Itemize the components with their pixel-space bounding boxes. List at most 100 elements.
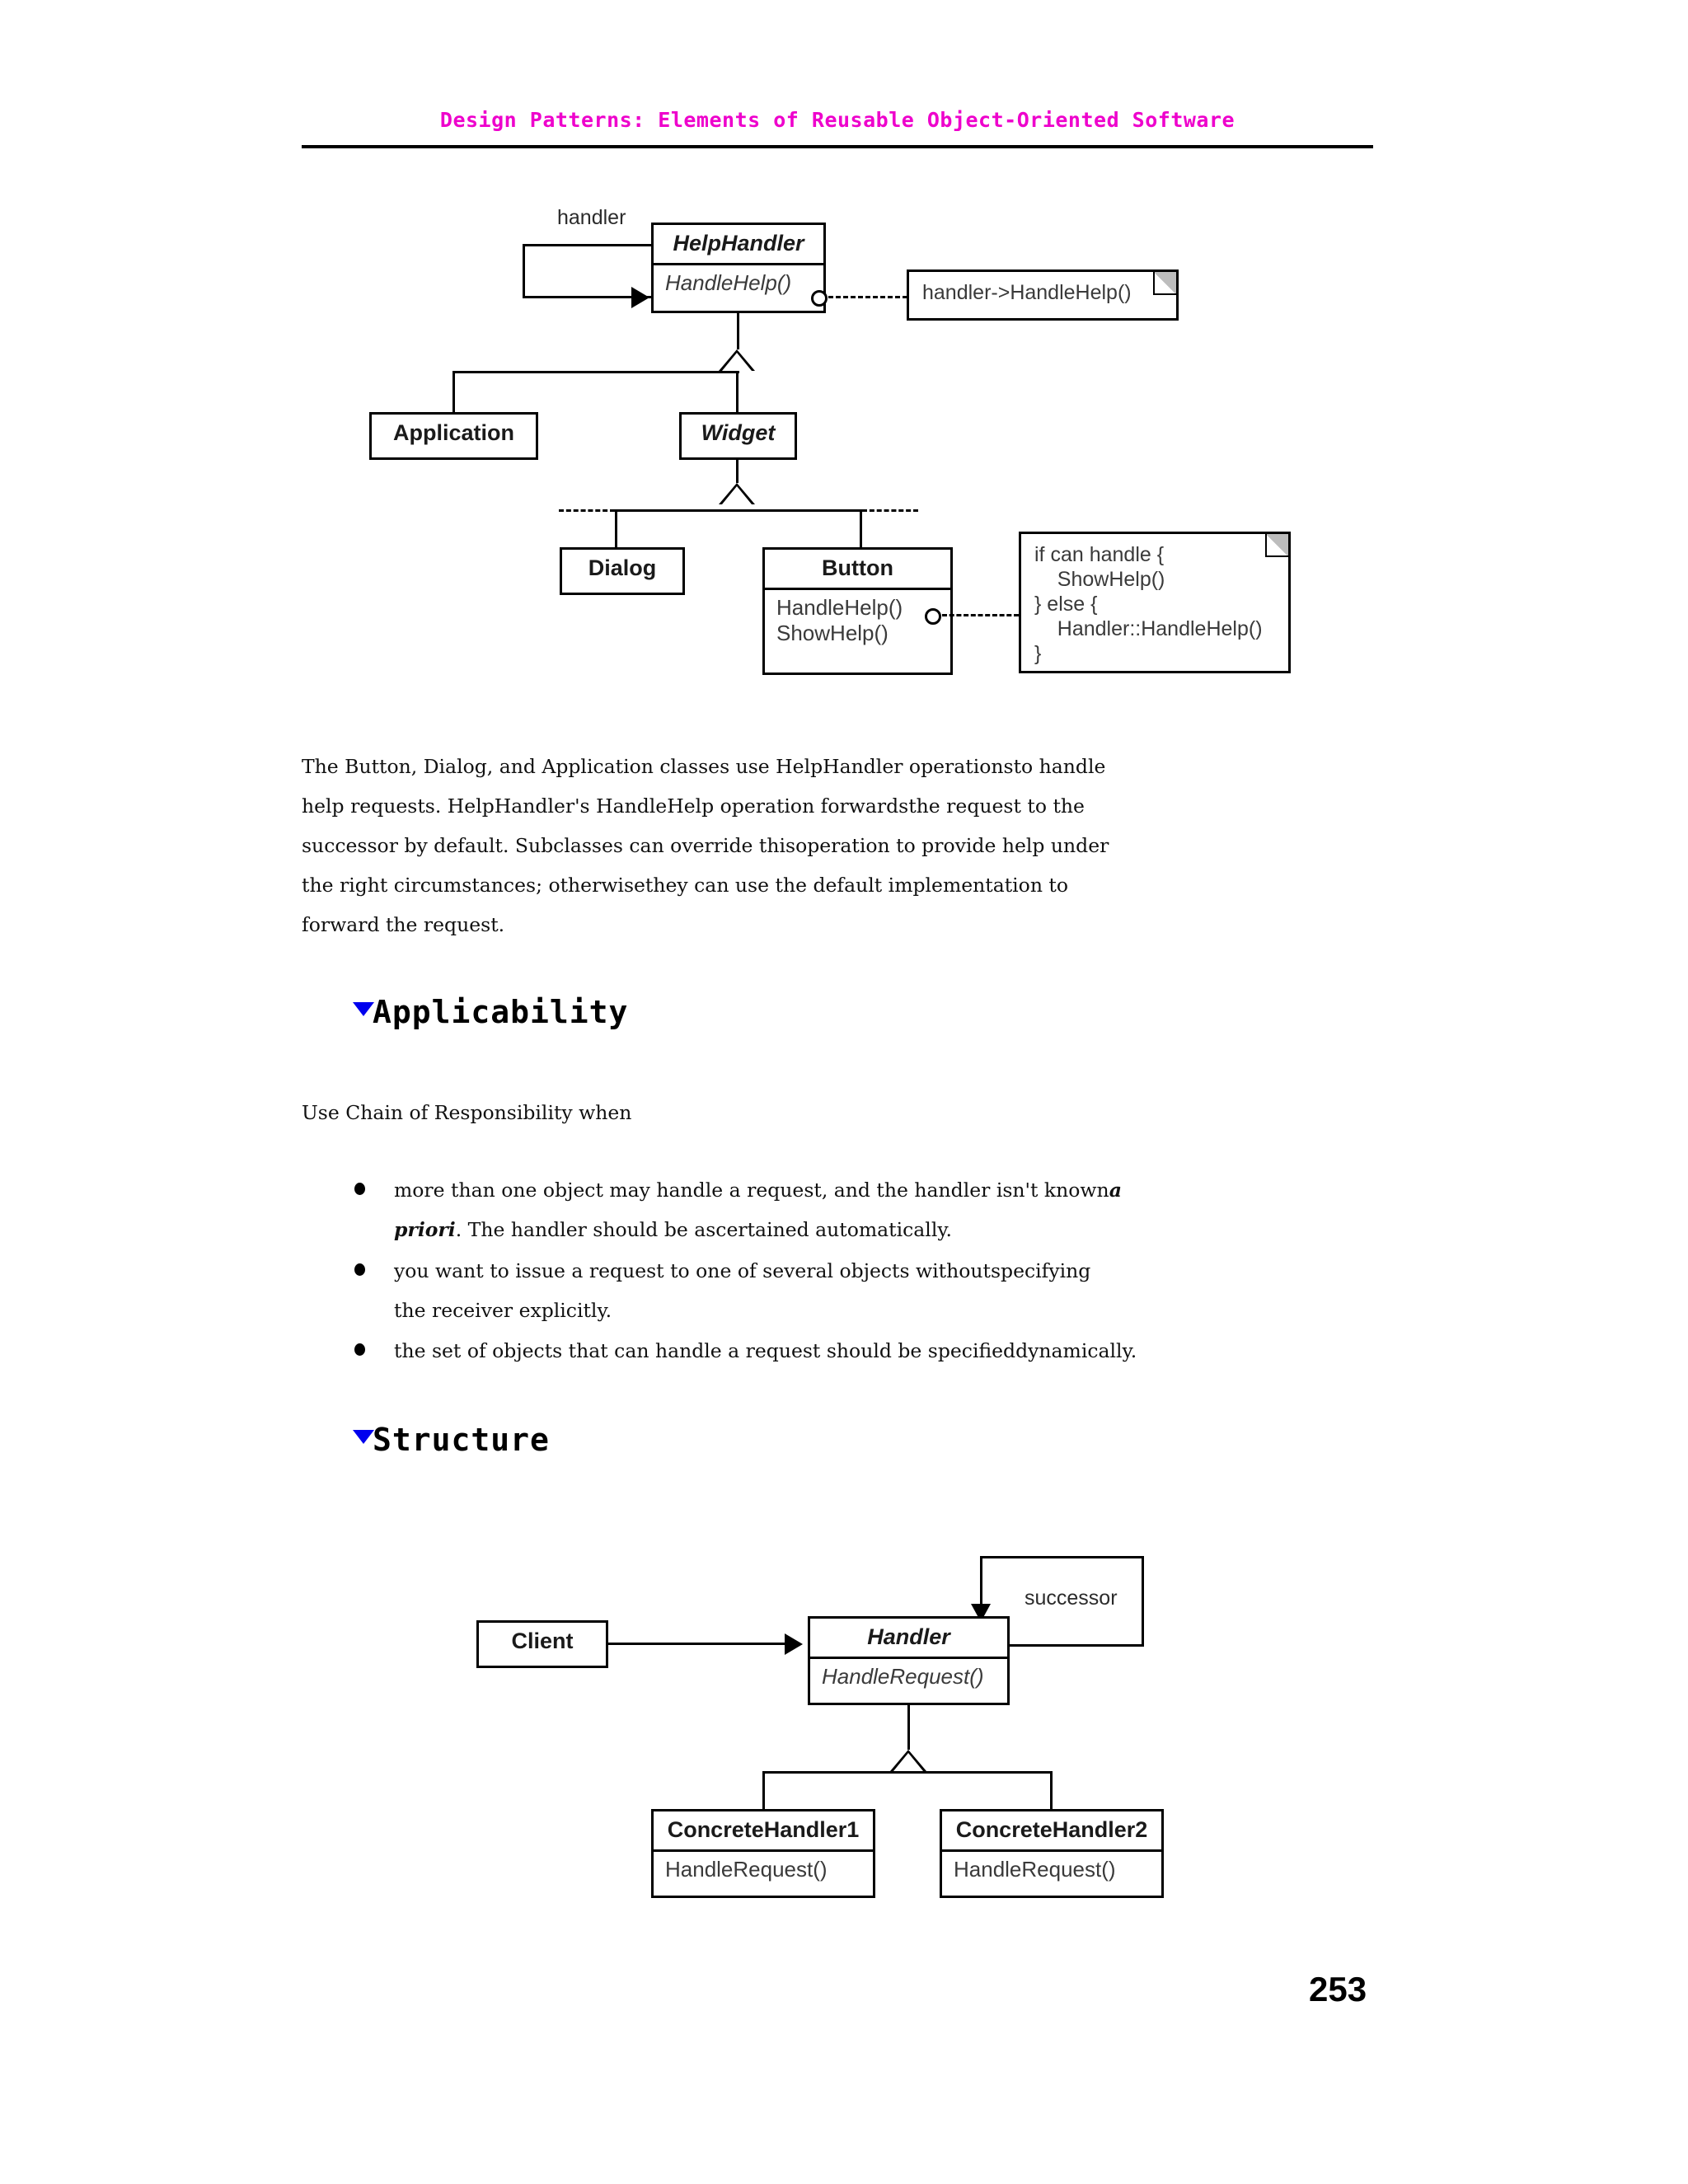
note-button-code: if can handle { ShowHelp() } else { Hand… bbox=[1019, 532, 1291, 673]
gen2-stem bbox=[736, 460, 738, 483]
list-item-continued: priori. The handler should be ascertaine… bbox=[394, 1210, 952, 1249]
successor-loop-arrowhead bbox=[971, 1604, 991, 1622]
gen2-dash-right bbox=[862, 509, 918, 512]
class-concretehandler1-separator bbox=[654, 1849, 873, 1852]
class-button-separator bbox=[765, 588, 950, 590]
successor-loop-top bbox=[980, 1556, 1144, 1558]
class-concretehandler2-separator bbox=[942, 1849, 1161, 1852]
note-line: handler->HandleHelp() bbox=[922, 281, 1132, 304]
note-line: if can handle { bbox=[1034, 543, 1165, 566]
section-marker-triangle-icon[interactable] bbox=[353, 1430, 374, 1444]
list-bullet-icon bbox=[354, 1183, 365, 1195]
note-line: ShowHelp() bbox=[1034, 568, 1165, 591]
note-button-code-text: if can handle { ShowHelp() } else { Hand… bbox=[1021, 534, 1288, 674]
note-line: } bbox=[1034, 642, 1042, 665]
operation-item: HandleRequest() bbox=[822, 1664, 984, 1689]
gen2-branch-button bbox=[860, 509, 862, 549]
note-forward-text: handler->HandleHelp() bbox=[909, 272, 1176, 313]
client-handler-arrowhead bbox=[785, 1633, 803, 1655]
operation-item: ShowHelp() bbox=[776, 620, 889, 645]
class-dialog: Dialog bbox=[560, 547, 685, 595]
list-item-continued: the receiver explicitly. bbox=[394, 1299, 612, 1322]
list-item-text: more than one object may handle a reques… bbox=[394, 1179, 1109, 1202]
class-helphandler-name: HelpHandler bbox=[673, 231, 804, 255]
applicability-intro: Use Chain of Responsibility when bbox=[302, 1101, 632, 1124]
gen3-stem bbox=[907, 1705, 910, 1750]
gen3-branch-concrete1 bbox=[762, 1771, 765, 1811]
gen1-triangle-icon bbox=[719, 349, 755, 371]
gen3-branch-concrete2 bbox=[1050, 1771, 1053, 1811]
list-item-emphasis: a bbox=[1109, 1179, 1122, 1202]
paragraph-line: forward the request. bbox=[302, 913, 505, 936]
list-item: you want to issue a request to one of se… bbox=[394, 1259, 1091, 1282]
note-forward-request: handler->HandleHelp() bbox=[907, 269, 1179, 321]
class-dialog-name: Dialog bbox=[588, 555, 657, 580]
note-fold-icon bbox=[1153, 272, 1176, 295]
successor-loop-down bbox=[980, 1556, 982, 1610]
helphandler-class-diagram: handler HelpHandler HandleHelp() handler… bbox=[0, 0, 1688, 725]
button-note-anchor-icon bbox=[925, 608, 941, 625]
successor-loop-bottom bbox=[1008, 1644, 1144, 1647]
gen3-crossbar bbox=[762, 1771, 1053, 1774]
class-client: Client bbox=[476, 1620, 608, 1668]
class-button: Button HandleHelp() ShowHelp() bbox=[762, 547, 953, 675]
operation-item: HandleRequest() bbox=[665, 1857, 828, 1882]
gen3-triangle-icon bbox=[890, 1750, 926, 1771]
running-header: Design Patterns: Elements of Reusable Ob… bbox=[302, 108, 1373, 132]
successor-association-label: successor bbox=[1025, 1586, 1118, 1610]
class-concretehandler1: ConcreteHandler1 HandleRequest() bbox=[651, 1809, 875, 1898]
list-bullet-icon bbox=[354, 1343, 365, 1356]
page-number: 253 bbox=[1309, 1970, 1367, 2008]
gen1-stem bbox=[737, 313, 739, 349]
heading-structure: Structure bbox=[373, 1422, 550, 1458]
helphandler-note-link bbox=[828, 296, 907, 298]
helphandler-note-anchor-icon bbox=[811, 290, 828, 307]
paragraph-line: The Button, Dialog, and Application clas… bbox=[302, 755, 1106, 778]
successor-loop-right bbox=[1142, 1556, 1144, 1647]
class-helphandler: HelpHandler HandleHelp() bbox=[651, 223, 826, 313]
gen2-dash-left bbox=[559, 509, 615, 512]
gen2-crossbar bbox=[615, 509, 862, 512]
paragraph-line: successor by default. Subclasses can ove… bbox=[302, 834, 1109, 857]
heading-applicability: Applicability bbox=[373, 994, 629, 1030]
gen1-crossbar bbox=[452, 371, 739, 373]
class-widget: Widget bbox=[679, 412, 797, 460]
class-handler: Handler HandleRequest() bbox=[808, 1616, 1010, 1705]
class-handler-separator bbox=[810, 1657, 1007, 1659]
class-widget-name: Widget bbox=[701, 420, 776, 445]
operation-item: HandleRequest() bbox=[954, 1857, 1116, 1882]
operation-item: HandleHelp() bbox=[776, 595, 903, 620]
handler-assoc-top bbox=[523, 244, 653, 246]
handler-association-label: handler bbox=[557, 206, 626, 229]
operation-item: HandleHelp() bbox=[665, 270, 792, 295]
class-application: Application bbox=[369, 412, 538, 460]
class-button-name: Button bbox=[822, 555, 893, 580]
handler-assoc-left bbox=[523, 244, 525, 298]
paragraph-line: help requests. HelpHandler's HandleHelp … bbox=[302, 794, 1085, 818]
class-helphandler-operations: HandleHelp() bbox=[654, 265, 823, 302]
list-item-emphasis: priori bbox=[394, 1218, 456, 1241]
note-fold-icon bbox=[1265, 534, 1288, 557]
class-concretehandler1-name: ConcreteHandler1 bbox=[667, 1817, 860, 1842]
note-line: Handler::HandleHelp() bbox=[1034, 617, 1263, 640]
handler-assoc-bottom bbox=[523, 296, 654, 298]
class-handler-operations: HandleRequest() bbox=[810, 1659, 1007, 1696]
class-concretehandler2-name: ConcreteHandler2 bbox=[955, 1817, 1148, 1842]
class-handler-name: Handler bbox=[867, 1624, 950, 1649]
list-item: more than one object may handle a reques… bbox=[394, 1170, 1122, 1210]
header-divider bbox=[302, 145, 1373, 148]
button-note-link bbox=[942, 614, 1019, 616]
book-title: Design Patterns: Elements of Reusable Ob… bbox=[439, 108, 1236, 132]
class-helphandler-separator bbox=[654, 263, 823, 265]
gen1-branch-widget bbox=[736, 371, 738, 414]
gen2-triangle-icon bbox=[719, 483, 755, 504]
class-concretehandler2-operations: HandleRequest() bbox=[942, 1852, 1161, 1889]
list-item-text: . The handler should be ascertained auto… bbox=[455, 1218, 952, 1241]
note-line: } else { bbox=[1034, 593, 1098, 616]
paragraph-line: the right circumstances; otherwisethey c… bbox=[302, 874, 1069, 897]
handler-assoc-arrowhead bbox=[631, 287, 649, 308]
class-concretehandler2: ConcreteHandler2 HandleRequest() bbox=[940, 1809, 1164, 1898]
section-marker-triangle-icon[interactable] bbox=[353, 1002, 374, 1016]
class-concretehandler1-operations: HandleRequest() bbox=[654, 1852, 873, 1889]
class-button-operations: HandleHelp() ShowHelp() bbox=[765, 590, 950, 652]
